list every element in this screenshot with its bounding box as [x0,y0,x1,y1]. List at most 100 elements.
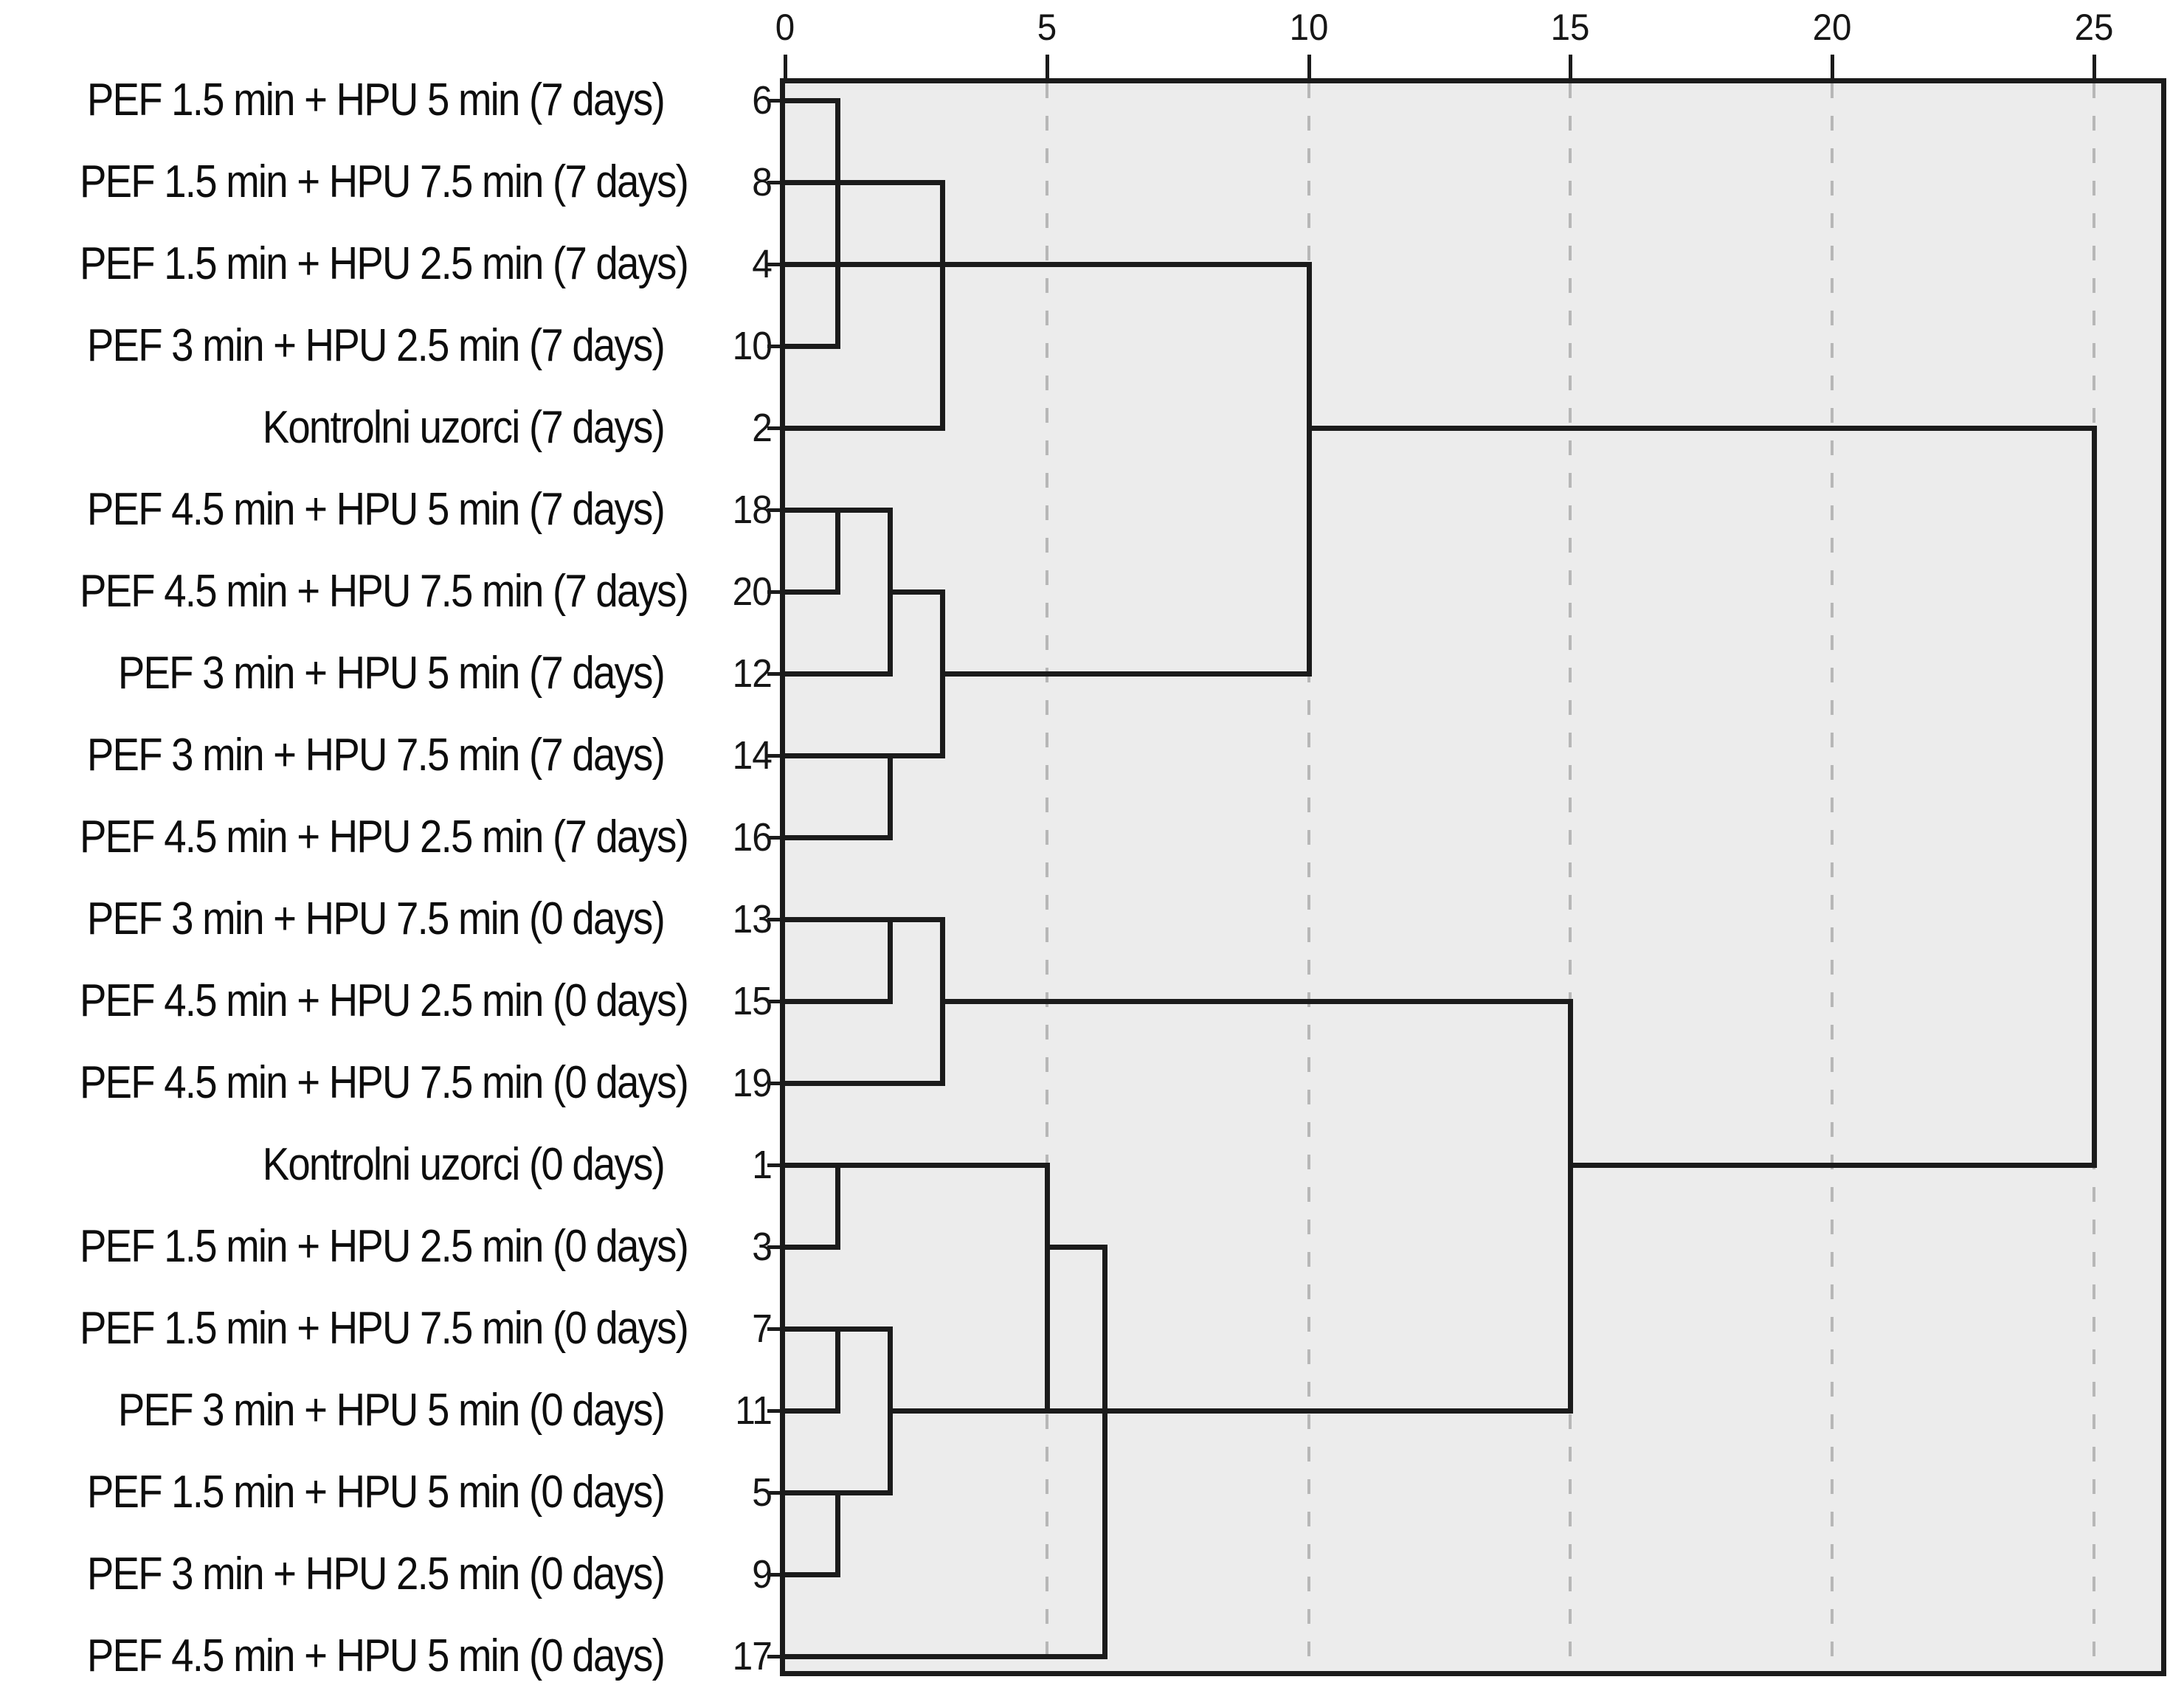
leaf-label: PEF 3 min + HPU 5 min (0 days) [117,1385,666,1436]
dendrogram-h-segment [781,180,945,185]
axis-tick-label: 20 [1812,7,1852,48]
dendrogram-v-segment [888,508,893,677]
dendrogram-v-segment [835,508,840,595]
dendrogram-h-segment [781,262,1312,267]
dendrogram-v-segment [1568,999,1573,1414]
leaf-case-number: 18 [732,488,773,532]
leaf-label: PEF 3 min + HPU 2.5 min (0 days) [86,1549,666,1599]
leaf-label: PEF 1.5 min + HPU 5 min (0 days) [86,1467,666,1518]
dendrogram-h-segment [781,1163,1050,1168]
leaf-label: PEF 4.5 min + HPU 5 min (7 days) [86,484,666,535]
dendrogram-v-segment [940,180,945,431]
dendrogram-v-segment [888,1326,893,1495]
axis-row-tick [767,426,780,430]
axis-row-tick [767,590,780,594]
leaf-case-number: 2 [752,406,773,450]
leaf-case-number: 13 [732,897,773,941]
dendrogram-v-segment [1307,262,1312,677]
leaf-label: PEF 4.5 min + HPU 5 min (0 days) [86,1630,666,1681]
leaf-label: PEF 4.5 min + HPU 2.5 min (7 days) [80,812,689,862]
dendrogram-h-segment [781,917,945,922]
dendrogram-h-segment [1570,1163,2097,1168]
axis-row-tick [767,836,780,840]
dendrogram-h-segment [781,426,945,431]
axis-tick-label: 0 [775,7,795,48]
axis-row-tick [767,181,780,184]
axis-tick [1569,55,1572,78]
leaf-case-number: 9 [752,1552,773,1597]
leaf-case-number: 10 [732,324,773,368]
dendrogram-h-segment [781,1408,840,1414]
leaf-case-number: 16 [732,815,773,859]
dendrogram-v-segment [835,1326,840,1414]
leaf-case-number: 14 [732,733,773,778]
leaf-label: PEF 3 min + HPU 2.5 min (7 days) [86,320,666,371]
leaf-label: PEF 4.5 min + HPU 7.5 min (0 days) [80,1057,689,1108]
axis-row-tick [767,1409,780,1413]
axis-tick [2093,55,2096,78]
axis-tick [784,55,787,78]
dendrogram-h-segment [890,589,945,595]
dendrogram-h-segment [781,999,893,1004]
leaf-label: PEF 1.5 min + HPU 7.5 min (7 days) [80,156,689,207]
dendrogram-v-segment [835,98,840,349]
dendrogram-h-segment [781,1081,945,1086]
axis-row-tick [767,672,780,676]
dendrogram-v-segment [888,917,893,1004]
leaf-case-number: 4 [752,242,773,286]
dendrogram-h-segment [781,344,840,349]
dendrogram-h-segment [1047,1245,1107,1250]
leaf-case-number: 7 [752,1307,773,1351]
axis-row-tick [767,99,780,103]
axis-row-tick [767,1327,780,1331]
axis-tick-label: 5 [1037,7,1057,48]
dendrogram-h-segment [781,1245,840,1250]
dendrogram-h-segment [781,671,893,677]
dendrogram-h-segment [890,1408,1573,1414]
leaf-label: PEF 1.5 min + HPU 2.5 min (0 days) [80,1221,689,1272]
dendrogram-h-segment [942,999,1573,1004]
leaf-case-number: 15 [732,979,773,1023]
axis-row-tick [767,1573,780,1577]
dendrogram-v-segment [940,917,945,1086]
gridline [1569,83,1572,1671]
dendrogram-h-segment [1309,426,2097,431]
gridline [1307,83,1310,1671]
leaf-case-number: 11 [735,1388,773,1433]
dendrogram-h-segment [781,753,945,758]
leaf-case-number: 3 [752,1225,773,1269]
leaf-case-number: 6 [752,78,773,122]
axis-row-tick [767,918,780,921]
dendrogram-v-segment [940,589,945,758]
dendrogram-v-segment [2092,426,2097,1168]
leaf-label: PEF 4.5 min + HPU 2.5 min (0 days) [80,975,689,1026]
dendrogram-v-segment [1045,1163,1050,1414]
leaf-case-number: 12 [732,651,773,696]
dendrogram-h-segment [781,98,840,103]
dendrogram-h-segment [942,671,1312,677]
dendrogram-v-segment [835,1163,840,1250]
plot-area [780,78,2166,1676]
axis-tick-label: 15 [1550,7,1590,48]
axis-tick-label: 25 [2074,7,2114,48]
leaf-label: PEF 3 min + HPU 5 min (7 days) [117,648,666,699]
axis-tick [1046,55,1049,78]
dendrogram-h-segment [781,589,840,595]
dendrogram-v-segment [1102,1245,1107,1659]
axis-row-tick [767,1163,780,1167]
leaf-case-number: 8 [752,160,773,204]
leaf-case-number: 19 [732,1061,773,1105]
axis-tick [1307,55,1311,78]
leaf-case-number: 1 [752,1143,773,1187]
leaf-label: PEF 1.5 min + HPU 2.5 min (7 days) [80,238,689,289]
leaf-label: PEF 3 min + HPU 7.5 min (7 days) [86,730,666,781]
axis-row-tick [767,1245,780,1249]
leaf-label: Kontrolni uzorci (0 days) [262,1139,666,1190]
dendrogram-h-segment [781,1572,840,1577]
axis-row-tick [767,508,780,512]
axis-row-tick [767,1655,780,1658]
axis-row-tick [767,754,780,758]
dendrogram-v-segment [888,753,893,840]
leaf-case-number: 5 [752,1470,773,1515]
axis-tick [1831,55,1834,78]
